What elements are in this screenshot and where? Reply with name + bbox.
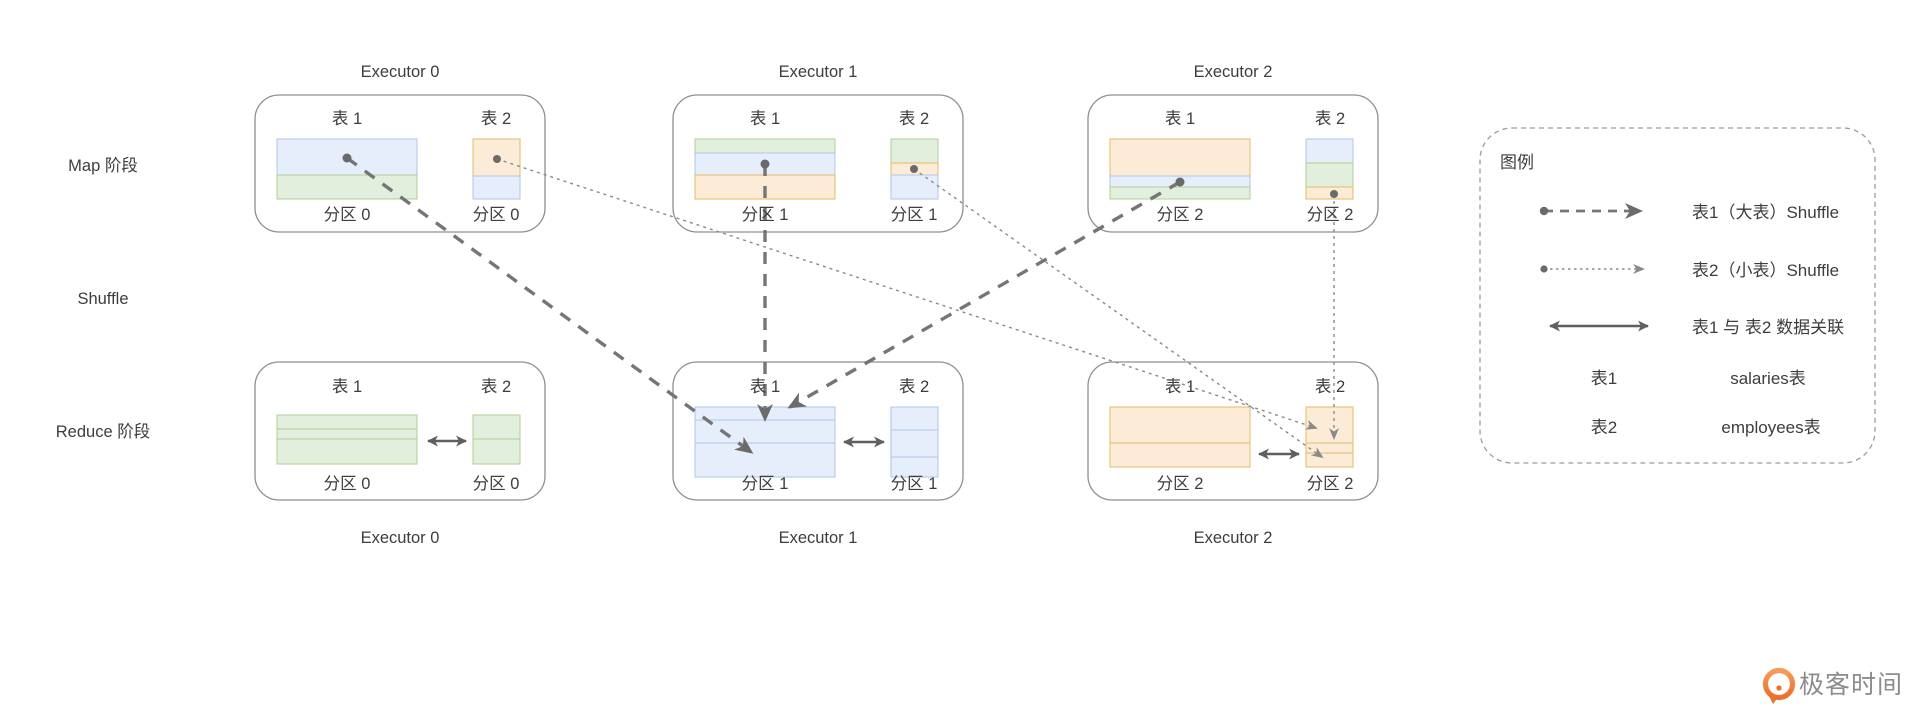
reduce-e0-table1-label: 表 1: [332, 377, 362, 396]
reduce-executor-2-title: Executor 2: [1194, 529, 1273, 547]
map-executor-0-table1: [276, 138, 418, 200]
shuffle-origin-dot: [493, 155, 501, 163]
stage-label-reduce: Reduce 阶段: [56, 422, 150, 441]
reduce-executor-0-table1: [276, 414, 418, 465]
table-stripe: [1305, 406, 1354, 444]
map-e0-table1-label: 表 1: [332, 109, 362, 128]
dotted-arrow-sample-icon: [1540, 264, 1645, 274]
table-stripe: [276, 414, 418, 430]
reduce-e0-table2-label: 表 2: [481, 377, 511, 396]
reduce-e2-table2-partition: 分区 2: [1307, 474, 1354, 493]
legend-item-join: 表1 与 表2 数据关联: [1692, 318, 1844, 337]
table-stripe: [1305, 162, 1354, 188]
table-stripe: [1109, 406, 1251, 444]
table-stripe: [694, 138, 836, 154]
shuffle-origin-dot: [342, 153, 352, 163]
table-stripe: [890, 456, 939, 478]
dashed-arrow-sample-icon: [1539, 203, 1643, 219]
shuffle-origin-dot: [1330, 190, 1338, 198]
reduce-e0-table2-partition: 分区 0: [473, 474, 520, 493]
map-executor-2-table2: [1305, 138, 1354, 200]
reduce-e2-table1-partition: 分区 2: [1157, 474, 1204, 493]
reduce-executor-2-table1: [1109, 406, 1251, 468]
table-stripe: [1305, 442, 1354, 454]
map-e0-table1-partition: 分区 0: [324, 205, 371, 224]
reduce-executor-2-table2: [1305, 406, 1354, 468]
table-stripe: [890, 429, 939, 458]
table-stripe: [890, 406, 939, 431]
table-stripe: [472, 414, 521, 440]
legend: 图例 表1（大表）Shuffle 表2（小表）Shuffle 表1 与 表2 数…: [1479, 127, 1876, 464]
legend-box: [1479, 127, 1876, 464]
reduce-executor-1-title: Executor 1: [779, 529, 858, 547]
map-executor-1-table2: [890, 138, 939, 200]
diagram-labels: Map 阶段 Shuffle Reduce 阶段 Executor 0 Exec…: [56, 63, 1354, 547]
map-executor-1-title: Executor 1: [779, 63, 858, 81]
table1-shuffle-arrow-map2-to-reduce1: [787, 180, 1181, 409]
stage-label-map: Map 阶段: [68, 156, 138, 175]
legend-item-table1-shuffle: 表1（大表）Shuffle: [1692, 203, 1839, 222]
table-stripe: [694, 419, 836, 444]
reduce-e2-table1-label: 表 1: [1165, 377, 1195, 396]
table-stripe: [472, 175, 521, 200]
table-stripe: [276, 438, 418, 465]
geektime-logo-text: 极客时间: [1799, 671, 1903, 699]
map-executor-2-title: Executor 2: [1194, 63, 1273, 81]
table-stripe: [1305, 452, 1354, 468]
table-stripe: [890, 174, 939, 200]
reduce-executor-0-title: Executor 0: [361, 529, 440, 547]
map-executor-0-table2: [472, 138, 521, 200]
table-stripe: [1109, 186, 1251, 200]
map-e2-table2-label: 表 2: [1315, 109, 1345, 128]
legend-title: 图例: [1500, 153, 1534, 172]
legend-table1-value: salaries表: [1730, 369, 1806, 388]
reduce-executor-0-table2: [472, 414, 521, 465]
table-stripe: [276, 174, 418, 200]
legend-item-table2-shuffle: 表2（小表）Shuffle: [1692, 261, 1839, 280]
table-stripe: [1109, 138, 1251, 177]
map-e2-table1-partition: 分区 2: [1157, 205, 1204, 224]
map-e2-table2-partition: 分区 2: [1307, 205, 1354, 224]
table-stripe: [472, 438, 521, 465]
table-blocks: [276, 138, 1354, 478]
table-stripe: [1305, 138, 1354, 164]
map-e0-table2-partition: 分区 0: [473, 205, 520, 224]
map-e1-table2-label: 表 2: [899, 109, 929, 128]
reduce-e1-table1-partition: 分区 1: [742, 474, 789, 493]
map-e1-table1-partition: 分区 1: [742, 205, 789, 224]
map-e1-table2-partition: 分区 1: [891, 205, 938, 224]
table-stripe: [694, 442, 836, 478]
shuffle-arrows: [342, 153, 1339, 460]
table1-shuffle-arrow-map0-to-reduce1: [345, 156, 754, 454]
legend-table1-key: 表1: [1591, 369, 1617, 388]
shuffle-origin-dot: [760, 159, 770, 169]
map-e1-table1-label: 表 1: [750, 109, 780, 128]
reduce-e1-table1-label: 表 1: [750, 377, 780, 396]
map-e0-table2-label: 表 2: [481, 109, 511, 128]
map-e2-table1-label: 表 1: [1165, 109, 1195, 128]
reduce-e0-table1-partition: 分区 0: [324, 474, 371, 493]
shuffle-origin-dot: [1175, 177, 1185, 187]
reduce-e2-table2-label: 表 2: [1315, 377, 1345, 396]
legend-table2-key: 表2: [1591, 418, 1617, 437]
geektime-logo: 极客时间: [1762, 667, 1903, 704]
map-executor-2-table1: [1109, 138, 1251, 200]
reduce-executor-1-table2: [890, 406, 939, 478]
table-stripe: [276, 428, 418, 440]
map-executor-0-title: Executor 0: [361, 63, 440, 81]
stage-label-shuffle: Shuffle: [77, 290, 128, 308]
reduce-e1-table2-partition: 分区 1: [891, 474, 938, 493]
shuffle-origin-dots: [342, 153, 1338, 198]
table-stripe: [1305, 186, 1354, 200]
geektime-logo-icon: [1762, 667, 1796, 704]
legend-table2-value: employees表: [1721, 418, 1820, 437]
reduce-e1-table2-label: 表 2: [899, 377, 929, 396]
table-stripe: [890, 138, 939, 164]
shuffle-origin-dot: [910, 165, 918, 173]
table-stripe: [1109, 442, 1251, 468]
